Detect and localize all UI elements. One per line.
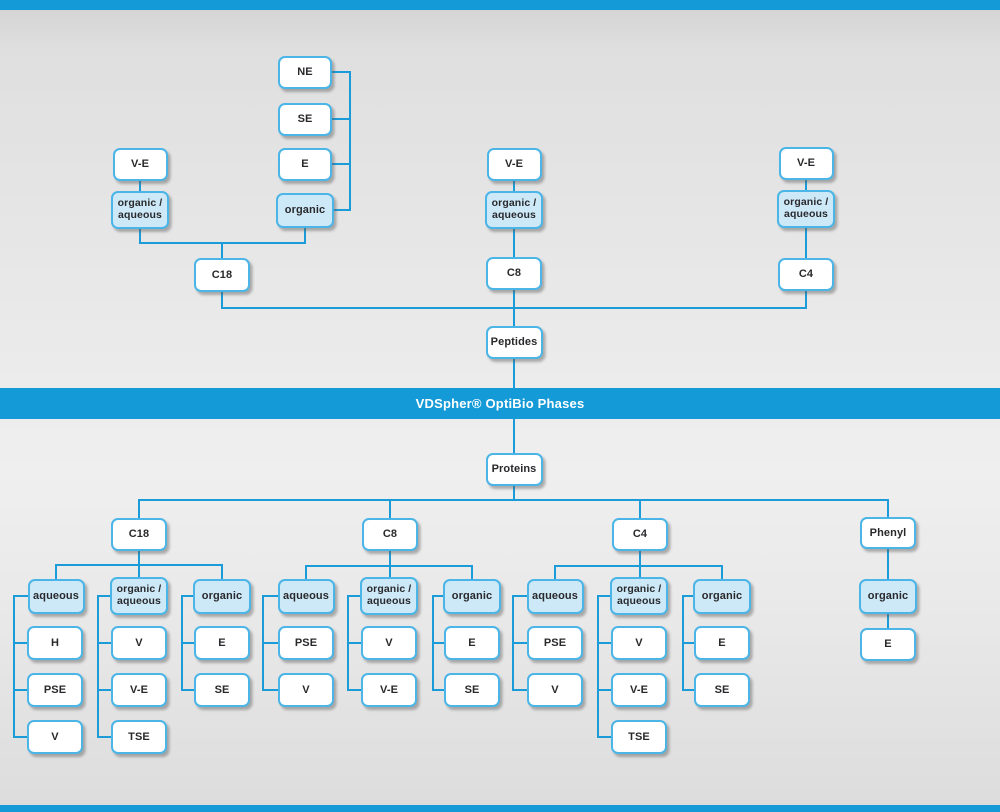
connector-line <box>305 565 473 580</box>
box-peptides-e: E <box>278 147 332 181</box>
box-peptides-c4: C4 <box>778 257 834 291</box>
box-proteins-c18-o-se: SE <box>194 673 250 707</box>
box-proteins-c4-aq-v: V <box>527 673 583 707</box>
box-proteins-c8-aq-v: V <box>278 673 334 707</box>
box-proteins-c4-oa-ve: V-E <box>611 673 667 707</box>
connector-line <box>333 71 351 211</box>
top-accent-bar <box>0 0 1000 10</box>
box-proteins-c8-organic-aqueous: organic / aqueous <box>360 577 418 615</box>
box-peptides-organic: organic <box>276 192 334 228</box>
box-proteins-c8: C8 <box>362 517 418 551</box>
box-proteins-c8-o-e: E <box>444 626 500 660</box>
connector-line <box>13 595 29 738</box>
box-proteins-c18-organic: organic <box>193 578 251 614</box>
bottom-accent-bar <box>0 805 1000 812</box>
box-proteins-c4-oa-tse: TSE <box>611 720 667 754</box>
connector-line <box>97 595 112 738</box>
connector-line <box>597 595 612 738</box>
box-proteins-c4-organic-aqueous: organic / aqueous <box>610 577 668 615</box>
connector-line <box>554 565 723 580</box>
box-peptides-c8-ve: V-E <box>486 147 542 181</box>
box-peptides-c4-organic-aqueous: organic / aqueous <box>777 190 835 228</box>
box-proteins-c8-oa-ve: V-E <box>361 673 417 707</box>
box-peptides-c18: C18 <box>194 258 250 292</box>
box-proteins-c18-oa-v: V <box>111 626 167 660</box>
box-proteins-c18-aq-v: V <box>27 720 83 754</box>
box-peptides-c18-organic-aqueous: organic / aqueous <box>111 191 169 229</box>
box-proteins-phenyl: Phenyl <box>860 517 916 549</box>
box-peptides-c8: C8 <box>486 256 542 290</box>
box-proteins-root: Proteins <box>485 452 543 486</box>
box-proteins-c4-o-se: SE <box>694 673 750 707</box>
connector-line <box>55 564 223 580</box>
box-proteins-c18-aq-h: H <box>27 626 83 660</box>
box-proteins-phenyl-o-e: E <box>860 627 916 661</box>
box-peptides-c18-ve: V-E <box>112 147 168 181</box>
box-proteins-c4-organic: organic <box>693 578 751 614</box>
connector-line <box>139 227 306 244</box>
box-peptides-ne: NE <box>278 55 332 89</box>
box-proteins-c8-o-se: SE <box>444 673 500 707</box>
box-peptides-se: SE <box>278 102 332 136</box>
title-banner: VDSpher® OptiBio Phases <box>0 388 1000 419</box>
box-proteins-c18-oa-ve: V-E <box>111 673 167 707</box>
box-proteins-c4-oa-v: V <box>611 626 667 660</box>
box-proteins-phenyl-organic: organic <box>859 578 917 614</box>
box-proteins-c18-aq-pse: PSE <box>27 673 83 707</box>
box-peptides-c4-ve: V-E <box>778 146 834 180</box>
connector-line <box>138 499 889 519</box>
box-proteins-c4-o-e: E <box>694 626 750 660</box>
box-proteins-c4-aq-pse: PSE <box>527 626 583 660</box>
banner-title: VDSpher® OptiBio Phases <box>415 396 585 411</box>
box-proteins-c18-oa-tse: TSE <box>111 720 167 754</box>
box-proteins-c8-aq-pse: PSE <box>278 626 334 660</box>
box-proteins-c18: C18 <box>111 517 167 551</box>
box-peptides-root: Peptides <box>485 325 543 359</box>
box-proteins-c4-aqueous: aqueous <box>526 578 584 614</box>
box-proteins-c8-aqueous: aqueous <box>277 578 335 614</box>
box-proteins-c8-organic: organic <box>443 578 501 614</box>
box-proteins-c18-organic-aqueous: organic / aqueous <box>110 577 168 615</box>
box-proteins-c4: C4 <box>612 517 668 551</box>
box-proteins-c18-o-e: E <box>194 626 250 660</box>
box-proteins-c8-oa-v: V <box>361 626 417 660</box>
box-proteins-c18-aqueous: aqueous <box>27 578 85 614</box>
box-peptides-c8-organic-aqueous: organic / aqueous <box>485 191 543 229</box>
